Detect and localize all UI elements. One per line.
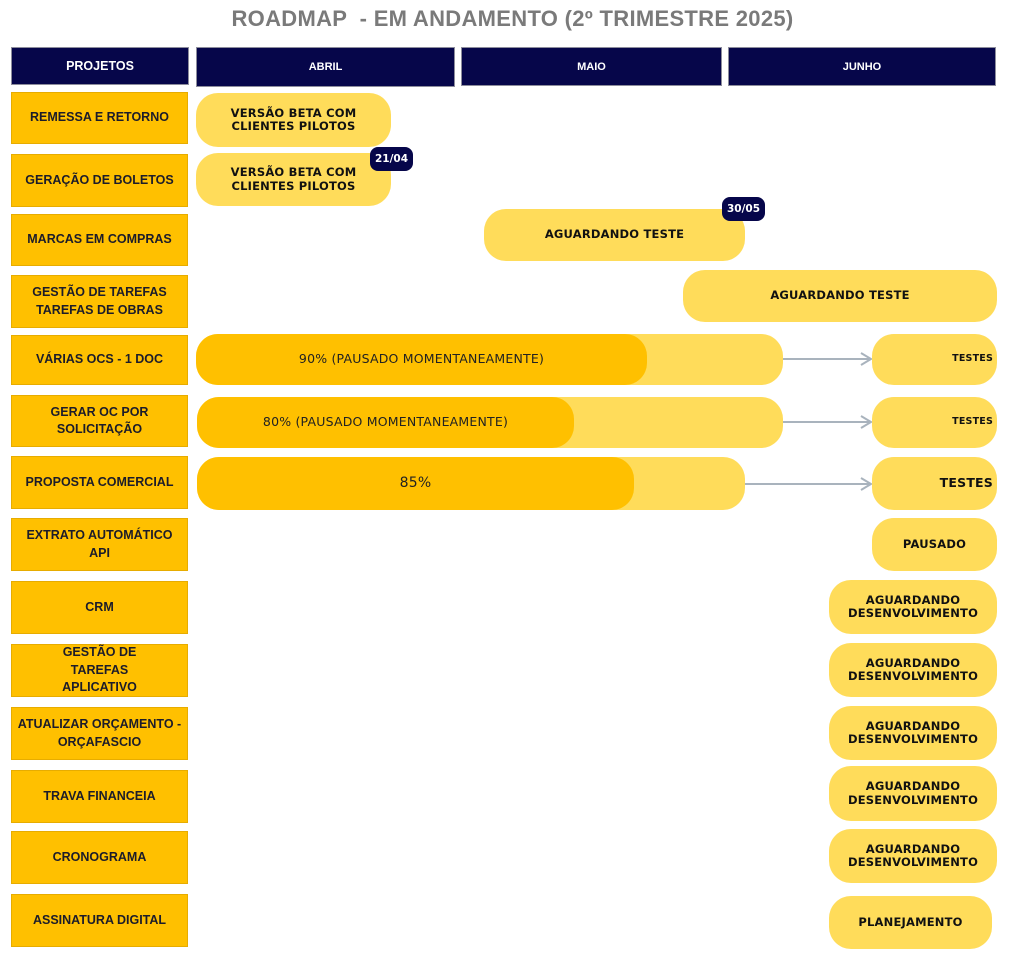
bar-assinatura-planejamento: PLANEJAMENTO — [829, 896, 992, 949]
bar-boletos-beta: VERSÃO BETA COM CLIENTES PILOTOS — [196, 153, 391, 206]
progress-label-varias-ocs: 90% (PAUSADO MOMENTANEAMENTE) — [298, 351, 545, 367]
project-crm: CRM — [11, 581, 188, 634]
bar-crm-aguardando-desenvolvimento: AGUARDANDO DESENVOLVIMENTO — [829, 580, 997, 634]
project-varias-ocs: VÁRIAS OCS - 1 DOC — [11, 335, 188, 385]
month-header-june: JUNHO — [728, 47, 996, 86]
deadline-badge-boletos: 21/04 — [370, 147, 413, 171]
bar-remessa-beta: VERSÃO BETA COM CLIENTES PILOTOS — [196, 93, 391, 147]
bar-varias-ocs-testes: TESTES — [872, 334, 997, 385]
project-trava-financeia: TRAVA FINANCEIA — [11, 770, 188, 823]
progress-fill-gerar-oc: 80% (PAUSADO MOMENTANEAMENTE) — [197, 397, 574, 448]
progress-label-proposta: 85% — [399, 475, 432, 492]
project-geracao-de-boletos: GERAÇÃO DE BOLETOS — [11, 154, 188, 207]
month-header-april: ABRIL — [196, 47, 455, 87]
project-extrato-automatico: EXTRATO AUTOMÁTICO API — [11, 518, 188, 571]
progress-label-gerar-oc: 80% (PAUSADO MOMENTANEAMENTE) — [262, 414, 509, 430]
bar-gestao-obras-aguardando-teste: AGUARDANDO TESTE — [683, 270, 997, 322]
projects-column-header: PROJETOS — [11, 47, 189, 85]
project-remessa-e-retorno: REMESSA E RETORNO — [11, 92, 188, 144]
page-title: ROADMAP - EM ANDAMENTO (2º TRIMESTRE 202… — [231, 6, 794, 31]
progress-track-varias-ocs: 90% (PAUSADO MOMENTANEAMENTE) — [196, 334, 783, 385]
progress-track-gerar-oc: 80% (PAUSADO MOMENTANEAMENTE) — [197, 397, 783, 448]
bar-proposta-testes: TESTES — [872, 457, 997, 510]
right-arrow-icon — [745, 477, 873, 491]
project-marcas-em-compras: MARCAS EM COMPRAS — [11, 214, 188, 266]
deadline-badge-marcas: 30/05 — [722, 197, 765, 221]
project-gerar-oc: GERAR OC POR SOLICITAÇÃO — [11, 395, 188, 447]
progress-fill-proposta: 85% — [197, 457, 634, 510]
project-atualizar-orcamento: ATUALIZAR ORÇAMENTO - ORÇAFASCIO — [11, 707, 188, 760]
right-arrow-icon — [783, 415, 873, 429]
bar-cronograma-aguardando-desenvolvimento: AGUARDANDO DESENVOLVIMENTO — [829, 829, 997, 883]
project-cronograma: CRONOGRAMA — [11, 831, 188, 884]
progress-track-proposta: 85% — [197, 457, 745, 510]
bar-marcas-aguardando-teste: AGUARDANDO TESTE — [484, 209, 745, 261]
progress-fill-varias-ocs: 90% (PAUSADO MOMENTANEAMENTE) — [196, 334, 647, 385]
bar-gerar-oc-testes: TESTES — [872, 397, 997, 448]
month-header-may: MAIO — [461, 47, 722, 86]
bar-extrato-pausado: PAUSADO — [872, 518, 997, 571]
project-proposta-comercial: PROPOSTA COMERCIAL — [11, 456, 188, 509]
project-assinatura-digital: ASSINATURA DIGITAL — [11, 894, 188, 947]
bar-orcafascio-aguardando-desenvolvimento: AGUARDANDO DESENVOLVIMENTO — [829, 706, 997, 760]
project-gestao-tarefas-obras: GESTÃO DE TAREFAS TAREFAS DE OBRAS — [11, 275, 188, 328]
right-arrow-icon — [783, 352, 873, 366]
bar-gestao-app-aguardando-desenvolvimento: AGUARDANDO DESENVOLVIMENTO — [829, 643, 997, 697]
project-gestao-tarefas-aplicativo: GESTÃO DE TAREFAS APLICATIVO — [11, 644, 188, 697]
bar-trava-aguardando-desenvolvimento: AGUARDANDO DESENVOLVIMENTO — [829, 766, 997, 821]
